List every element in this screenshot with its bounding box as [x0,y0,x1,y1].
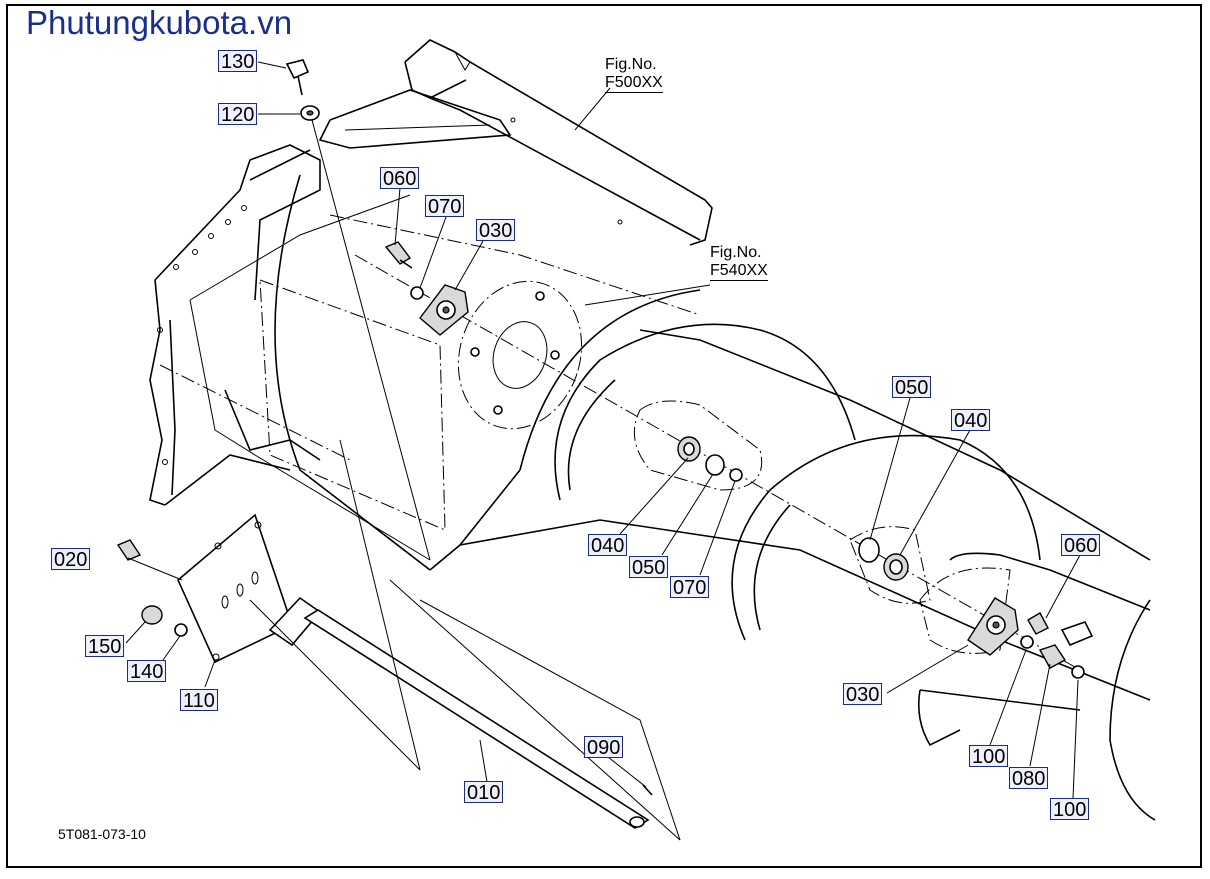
callout-100[interactable]: 100 [969,745,1009,768]
part-040-bearing-mid [677,436,701,462]
part-120-nut [300,105,431,561]
part-080-collar [1038,621,1094,669]
part-010-shaft [268,596,650,829]
part-050-ring-right [858,537,880,563]
part-030-flange-bearing-right [967,597,1019,656]
callout-020[interactable]: 020 [51,548,91,571]
part-060-grease-fitting [384,241,413,269]
fig-ref-code: F540XX [710,262,768,281]
callout-040[interactable]: 040 [951,409,991,432]
fig-ref-label: Fig.No. [605,56,657,73]
fig-ref-code: F500XX [605,74,663,93]
fig-ref-label: Fig.No. [710,244,762,261]
callout-120[interactable]: 120 [218,103,258,126]
callout-150[interactable]: 150 [85,635,125,658]
callout-030[interactable]: 030 [476,219,516,242]
part-100-ring-b [1071,665,1085,679]
part-070-ring-mid [729,468,743,482]
part-140-washer [174,623,188,637]
callout-110[interactable]: 110 [180,689,218,712]
callout-060[interactable]: 060 [380,167,420,190]
callout-010[interactable]: 010 [464,781,504,804]
drawing-number: 5T081-073-10 [58,826,146,842]
callout-050[interactable]: 050 [629,556,669,579]
callout-030[interactable]: 030 [843,683,883,706]
part-130-bolt [285,59,310,96]
part-030-flange-bearing [419,284,469,336]
callout-100[interactable]: 100 [1050,798,1090,821]
leader-lines [125,61,1081,841]
callout-040[interactable]: 040 [588,534,628,557]
part-040-bearing-right [883,553,909,581]
callout-070[interactable]: 070 [670,576,710,599]
part-050-ring-mid [705,454,725,476]
part-060-grease-fitting-right [1027,612,1049,635]
diagram-frame [6,4,1202,868]
housing-frame [149,39,713,571]
part-110-plate [177,513,293,664]
fig-ref-f540xx[interactable]: Fig.No. F540XX [710,244,768,281]
part-090-pin [642,784,653,796]
fig-ref-f500xx[interactable]: Fig.No. F500XX [605,56,663,93]
part-020-fitting [116,539,142,561]
callout-080[interactable]: 080 [1009,767,1049,790]
callout-060[interactable]: 060 [1061,534,1101,557]
callout-140[interactable]: 140 [127,660,167,683]
watermark: Phutungkubota.vn [26,4,293,41]
part-150-nut [141,605,163,625]
callout-090[interactable]: 090 [584,736,624,759]
auger-drum [354,254,1156,821]
part-100-ring-a [1020,635,1034,649]
callout-070[interactable]: 070 [425,195,465,218]
callout-130[interactable]: 130 [218,50,258,73]
callout-050[interactable]: 050 [892,376,932,399]
part-070-ring [410,286,424,300]
